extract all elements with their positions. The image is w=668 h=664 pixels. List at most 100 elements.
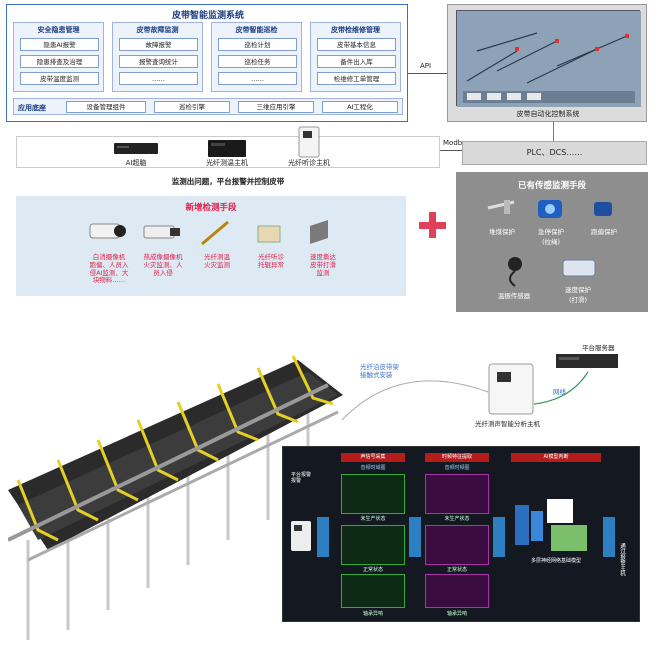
arrow-step bbox=[317, 517, 329, 557]
col-safety: 安全隐患管理 隐患AI报警 隐患排查及治理 皮带温度监测 bbox=[13, 22, 104, 92]
module-cell[interactable]: 故障报警 bbox=[119, 38, 198, 51]
plot-head: 音频时域图 bbox=[360, 465, 386, 471]
server-device bbox=[556, 354, 618, 368]
col-head: 皮带智能巡检 bbox=[235, 26, 278, 34]
neural-model-icon bbox=[515, 499, 587, 551]
new-detection-label: 白消摄像机 跑偏、人员入 侵AI监测、大 块物料…… bbox=[89, 253, 129, 285]
arrow-step bbox=[409, 517, 421, 557]
plc-screen-image bbox=[456, 10, 641, 107]
module-cell[interactable]: 皮带温度监测 bbox=[20, 72, 99, 85]
plot-label: 轴承异响 bbox=[446, 611, 467, 617]
acoustic-host-device bbox=[488, 363, 534, 415]
thermal-camera-icon bbox=[143, 225, 180, 239]
panel-head: AI模型判断 bbox=[511, 453, 601, 462]
col-head: 皮带检维修管理 bbox=[331, 26, 380, 34]
analysis-panel: 平台报警 报警 声信号采集 音频时域图 未生产状态 正常状态 轴承异响 时频特征… bbox=[282, 446, 640, 622]
col-inspection: 皮带智能巡检 巡检计划 巡检任务 …… bbox=[211, 22, 302, 92]
spectrogram-plot bbox=[425, 574, 489, 608]
col-fault: 皮带故障监测 故障报警 报警查询统计 …… bbox=[112, 22, 203, 92]
host-label: 光纤测声智能分析主机 bbox=[475, 420, 540, 428]
panel-head: 时频特征提取 bbox=[425, 453, 489, 462]
api-label: API bbox=[420, 62, 432, 70]
plot-label: 轴承异响 bbox=[362, 611, 383, 617]
waveform-plot bbox=[341, 474, 405, 514]
base-cell[interactable]: AI工程化 bbox=[322, 101, 398, 113]
model-label: 多层神经网络基础模型 bbox=[530, 558, 581, 564]
module-cell[interactable]: …… bbox=[119, 72, 198, 85]
ai-brain-icon bbox=[114, 143, 158, 154]
fiber-install-text: 光纤沿皮带架 接触式安装 bbox=[360, 363, 399, 379]
radar-icon bbox=[310, 220, 328, 244]
deviation-sensor-icon bbox=[594, 202, 612, 216]
right-vertical-label: 通过报警主机 bbox=[619, 543, 625, 576]
module-cell[interactable]: 报警查询统计 bbox=[119, 55, 198, 68]
fiber-install-label: 光纤沿皮带架 接触式安装 bbox=[360, 363, 399, 380]
modbus-connector bbox=[440, 150, 462, 151]
module-cell[interactable]: 皮带基本信息 bbox=[317, 38, 396, 51]
waveform-plot bbox=[341, 574, 405, 608]
modbus-label: Modbus bbox=[443, 139, 471, 147]
plc-link-line bbox=[553, 122, 554, 141]
base-row: 应用底座 设备管理组件 巡检引擎 三维应用引擎 AI工程化 bbox=[13, 98, 403, 115]
vibration-sensor-icon bbox=[508, 257, 522, 287]
col-head: 安全隐患管理 bbox=[37, 26, 80, 34]
existing-label: 温振传感器 bbox=[497, 292, 531, 300]
base-label: 应用底座 bbox=[18, 104, 46, 112]
plot-label: 正常状态 bbox=[446, 567, 467, 573]
device-label: AI超脑 bbox=[125, 159, 147, 167]
fiber-cable bbox=[341, 380, 489, 421]
device-label: 光纤测温主机 bbox=[206, 159, 248, 167]
module-cell[interactable]: …… bbox=[218, 72, 297, 85]
existing-sensors-panel: 已有传感监测手段 堆煤保护 急停保护 (拉绳) 跑偏保护 温振传感器 速度保护 … bbox=[456, 172, 648, 312]
existing-title: 已有传感监测手段 bbox=[517, 181, 586, 191]
server-label: 平台服务器 bbox=[582, 344, 615, 352]
plot-label: 正常状态 bbox=[362, 567, 383, 573]
device-row: AI超脑 光纤测温主机 光纤听诊主机 bbox=[16, 126, 440, 168]
existing-label: 跑偏保护 bbox=[591, 228, 617, 236]
plc-dcs-box: PLC、DCS…… bbox=[462, 141, 647, 165]
module-cell[interactable]: 备件出入库 bbox=[317, 55, 396, 68]
fiber-acoustic-icon bbox=[257, 225, 281, 243]
plc-screen-frame: 皮带自动化控制系统 bbox=[447, 4, 647, 122]
new-detection-title: 新增检测手段 bbox=[185, 203, 237, 213]
plus-icon bbox=[419, 222, 446, 229]
speed-sensor-icon bbox=[562, 259, 596, 277]
module-cell[interactable]: 巡检计划 bbox=[218, 38, 297, 51]
system-title: 皮带智能监测系统 bbox=[171, 11, 244, 21]
plot-label: 未生产状态 bbox=[444, 516, 470, 522]
existing-label: 堆煤保护 bbox=[489, 228, 515, 236]
existing-label: 速度保护 (打滑) bbox=[565, 286, 591, 304]
api-connector bbox=[408, 73, 447, 74]
arrow-step bbox=[603, 517, 615, 557]
module-cell[interactable]: 检维修工单管理 bbox=[317, 72, 396, 85]
acoustic-host-icon bbox=[298, 126, 320, 158]
net-label: 网线 bbox=[553, 388, 566, 396]
col-maintenance: 皮带检维修管理 皮带基本信息 备件出入库 检维修工单管理 bbox=[310, 22, 401, 92]
module-cell[interactable]: 巡检任务 bbox=[218, 55, 297, 68]
spectrogram-plot bbox=[425, 525, 489, 565]
temp-host-icon bbox=[208, 140, 246, 157]
system-panel: 皮带智能监测系统 安全隐患管理 隐患AI报警 隐患排查及治理 皮带温度监测 皮带… bbox=[6, 4, 408, 122]
fiber-temp-icon bbox=[201, 220, 229, 246]
base-cell[interactable]: 设备管理组件 bbox=[66, 101, 146, 113]
new-detection-label: 热成像摄像机 火灾监测、人 员入侵 bbox=[143, 253, 183, 277]
new-detection-label: 光纤测温 火灾监测 bbox=[204, 253, 230, 269]
base-cell[interactable]: 巡检引擎 bbox=[154, 101, 230, 113]
host-small-icon bbox=[291, 521, 311, 551]
spectrogram-plot bbox=[425, 474, 489, 514]
module-cell[interactable]: 隐患AI报警 bbox=[20, 38, 99, 51]
existing-label: 急停保护 (拉绳) bbox=[538, 228, 564, 246]
network-cable bbox=[533, 371, 589, 405]
camera-icon bbox=[89, 223, 126, 239]
device-caption: 监测出问题，平台报警并控制皮带 bbox=[171, 177, 285, 186]
coal-pile-sensor-icon bbox=[487, 200, 515, 214]
col-head: 皮带故障监测 bbox=[136, 26, 179, 34]
base-cell[interactable]: 三维应用引擎 bbox=[238, 101, 314, 113]
side-label: 平台报警 报警 bbox=[291, 472, 312, 484]
device-label: 光纤听诊主机 bbox=[288, 159, 330, 167]
plot-label: 未生产状态 bbox=[360, 516, 386, 522]
emergency-stop-icon bbox=[538, 200, 562, 218]
module-cell[interactable]: 隐患排查及治理 bbox=[20, 55, 99, 68]
arrow-step bbox=[493, 517, 505, 557]
new-detection-label: 光纤听诊 托辊异常 bbox=[258, 253, 284, 269]
